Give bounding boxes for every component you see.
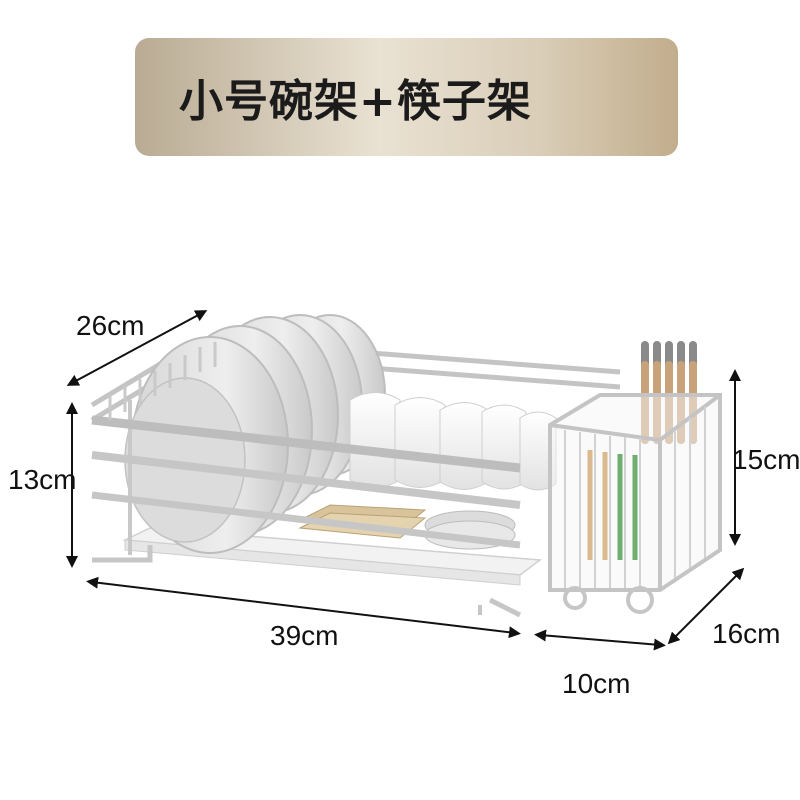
dimension-holder-depth-label: 16cm	[712, 618, 781, 649]
dimension-arrows	[66, 310, 745, 651]
dimension-depth-label: 26cm	[76, 310, 145, 341]
product-title: 小号碗架+筷子架	[179, 76, 532, 127]
dimension-holder-height-label: 15cm	[732, 444, 800, 475]
spoons-forks	[587, 450, 638, 560]
dimension-holder-width-label: 10cm	[562, 668, 631, 699]
title-banner: 小号碗架+筷子架	[135, 38, 678, 156]
bowls	[349, 392, 557, 491]
cutlery-holder	[548, 341, 722, 614]
dimension-rack-height-label: 13cm	[8, 464, 77, 495]
dimension-rack-length-label: 39cm	[270, 620, 339, 651]
